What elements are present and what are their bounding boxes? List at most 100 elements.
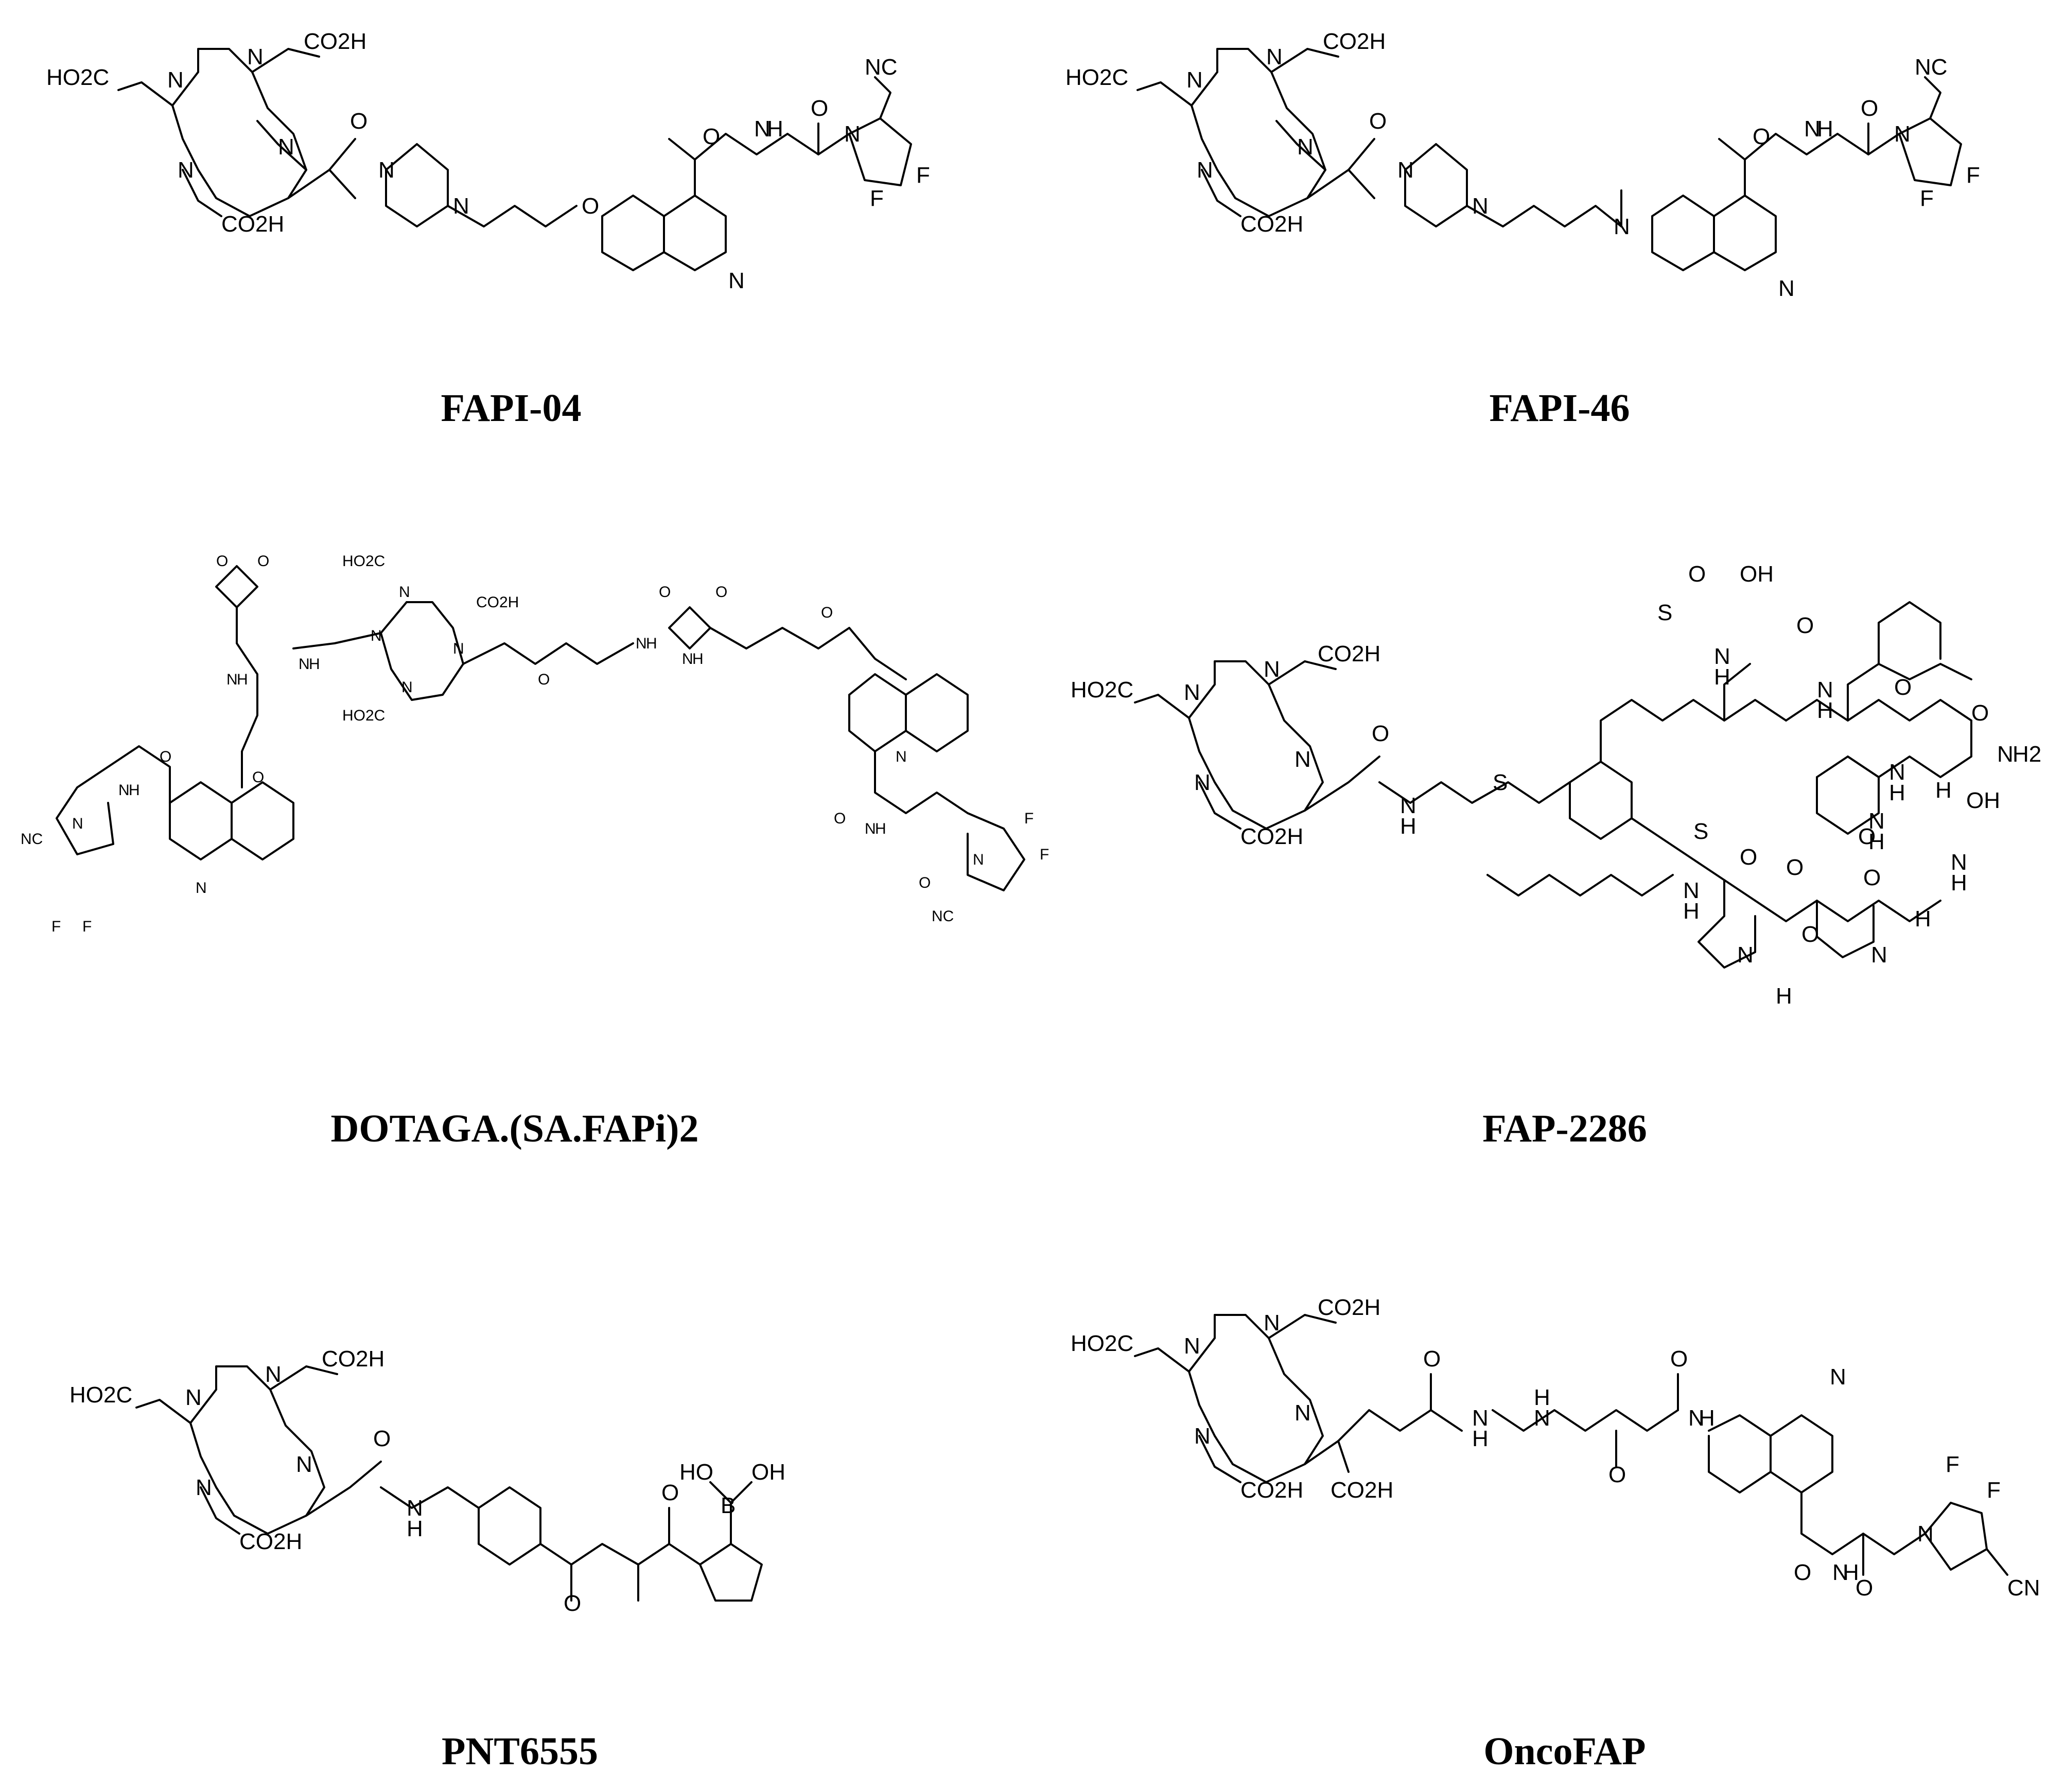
fapi04-label: HO2C [46, 65, 109, 90]
fap2286-label: N [1294, 747, 1311, 772]
fapi46-label: O [1861, 96, 1878, 121]
fap2286-label: S [1693, 819, 1708, 844]
fap2286-label: O [1740, 845, 1757, 870]
oncofap-label: CO2H [1331, 1478, 1393, 1503]
fapi04-label: F [916, 163, 930, 188]
pnt6555-label: O [564, 1591, 581, 1616]
fap2286-label: H [1683, 899, 1700, 924]
structure-fapi-04: HO2C CO2H CO2H N N N N O N N O O N H O N… [46, 29, 930, 293]
fap2286-label: N [1184, 680, 1200, 705]
dotaga-label: H [692, 651, 704, 667]
caption-oncofap: OncoFAP [1483, 1730, 1646, 1773]
fapi46-label: F [1966, 163, 1980, 188]
fap2286-label: N [1714, 644, 1730, 669]
pnt6555-label: N [296, 1452, 312, 1477]
dotaga-label: CO2H [476, 594, 519, 611]
oncofap-label: O [1670, 1346, 1688, 1372]
dotaga-label: F [51, 918, 61, 935]
oncofap-label: F [1946, 1452, 1959, 1477]
dotaga-label: O [538, 671, 550, 688]
oncofap-label: O [1608, 1462, 1626, 1487]
dotaga-label: F [82, 918, 92, 935]
pnt6555-label: OH [751, 1460, 785, 1485]
fapi46-label: N [1397, 157, 1414, 183]
fap2286-label: O [1971, 700, 1989, 726]
fap2286-label: O [1863, 865, 1881, 890]
dotaga-label: N [453, 640, 464, 657]
dotaga-label: H [129, 782, 140, 799]
oncofap-label: CO2H [1318, 1295, 1380, 1320]
oncofap-label: N [1264, 1310, 1280, 1336]
fapi04-label: N [278, 134, 294, 160]
fap2286-label: N [1683, 878, 1700, 903]
dotaga-label: HO2C [342, 553, 385, 570]
pnt6555-label: B [721, 1493, 736, 1518]
fapi46-label: N [1266, 44, 1283, 69]
oncofap-label: CO2H [1240, 1478, 1303, 1503]
dotaga-label: N [399, 584, 410, 601]
fap2286-label: OH [1740, 561, 1774, 587]
fapi04-label: N [728, 268, 745, 293]
fapi04-label: N [247, 44, 264, 69]
fapi04-label: O [350, 109, 367, 134]
oncofap-label: N [1184, 1333, 1200, 1359]
oncofap-label: O [1856, 1575, 1873, 1601]
dotaga-label: O [715, 584, 727, 601]
fapi46-label: HO2C [1065, 65, 1128, 90]
fapi46-label: CO2H [1323, 29, 1386, 54]
oncofap-label: N [1832, 1560, 1849, 1585]
fap2286-label: H [1889, 780, 1905, 805]
dotaga-label: O [659, 584, 671, 601]
pnt6555-label: CO2H [239, 1529, 302, 1554]
oncofap-label: O [1423, 1346, 1441, 1372]
fap2286-label: N [1868, 809, 1885, 834]
fap2286-label: S [1493, 770, 1508, 795]
oncofap-label: HO2C [1071, 1331, 1133, 1356]
dotaga-label: NC [21, 831, 43, 848]
fapi46-label: NC [1915, 55, 1948, 80]
pnt6555-label: HO2C [69, 1382, 132, 1408]
fapi04-label: CO2H [221, 212, 284, 237]
oncofap-label: H [1843, 1560, 1859, 1585]
dotaga-label: N [973, 851, 984, 868]
fapi04-label: N [453, 194, 469, 219]
fap2286-label: O [1858, 824, 1876, 849]
fapi46-label: N [1778, 276, 1795, 301]
fap2286-label: N [1997, 742, 2014, 767]
dotaga-label: N [682, 651, 693, 667]
oncofap-label: H [1534, 1385, 1550, 1410]
fapi04-label: O [811, 96, 828, 121]
fap2286-label: O [1372, 721, 1389, 746]
fapi46-label: H [1817, 116, 1833, 142]
oncofap-label: N [1534, 1406, 1550, 1431]
dotaga-label: N [401, 679, 413, 696]
structure-oncofap: HO2C CO2H CO2H N N N N CO2H O N H N H O … [1071, 1295, 2040, 1601]
fap2286-label: H [1868, 829, 1885, 854]
pnt6555-label: CO2H [322, 1346, 384, 1372]
fapi46-label: N [1614, 214, 1630, 239]
fap2286-label: N [1817, 677, 1833, 702]
oncofap-label: N [1688, 1406, 1705, 1431]
fapi46-label: N [1804, 116, 1821, 142]
structure-fapi-46: HO2C CO2H CO2H N N N N O N N N O N H O N… [1065, 29, 1980, 301]
structure-pnt6555: HO2C CO2H CO2H N N N N O N H O O HO B OH [69, 1346, 785, 1616]
fap2286-label: OH [1966, 788, 2000, 813]
fapi46-label: N [1297, 134, 1314, 160]
fapi46-label: F [1920, 186, 1934, 211]
dotaga-label: H [646, 635, 657, 652]
pnt6555-label: N [196, 1475, 212, 1500]
fapi46-label: N [1472, 194, 1489, 219]
fap2286-label: N [1264, 657, 1280, 682]
dotaga-label: N [196, 880, 207, 897]
fapi46-label: N [1894, 121, 1911, 147]
caption-fap-2286: FAP-2286 [1482, 1107, 1647, 1150]
oncofap-label: N [1194, 1424, 1211, 1449]
dotaga-label: F [1024, 810, 1034, 827]
fap2286-label: H [1915, 906, 1931, 932]
dotaga-label: H [309, 656, 320, 673]
dotaga-label: O [821, 604, 833, 621]
fapi04-label: F [870, 186, 884, 211]
dotaga-label: O [919, 874, 931, 891]
fap2286-label: N [1194, 770, 1211, 795]
